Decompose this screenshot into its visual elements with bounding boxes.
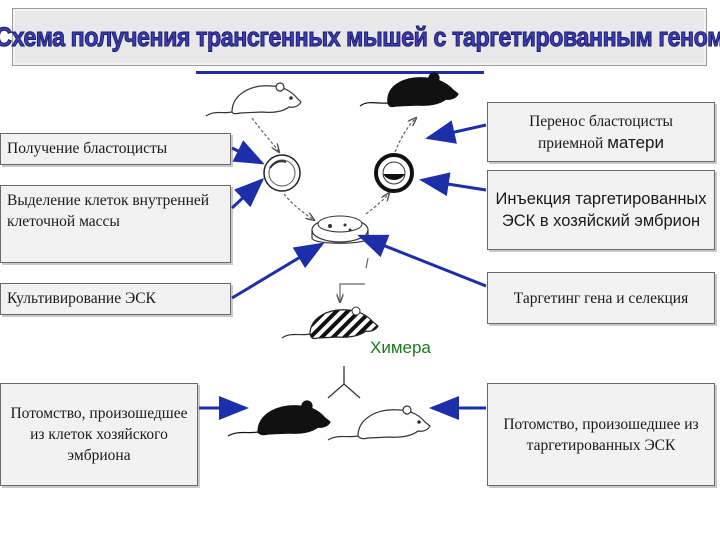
label-blastocyst-text: Получение бластоцисты xyxy=(7,140,168,157)
pointer-arrow-transfer xyxy=(425,120,487,144)
label-transfer: Перенос бластоцисты приемной матери xyxy=(487,102,715,162)
label-transfer-line2-b: матери xyxy=(607,132,665,152)
petri-dish-icon xyxy=(311,215,369,244)
flow-arrow-dish-to-injected xyxy=(365,193,389,215)
blastocyst-injected-icon xyxy=(374,153,414,193)
label-transfer-line1: Перенос бластоцисты xyxy=(529,112,673,130)
flow-arrow-blastocyst-to-dish xyxy=(283,193,314,220)
flow-arrow-to-chimera xyxy=(340,257,369,302)
blastocyst-left-icon xyxy=(263,154,301,192)
mouse-black-top-icon xyxy=(359,72,459,108)
label-offspring-host-text: Потомство, произошедшее из клеток хозяйс… xyxy=(10,405,188,464)
pointer-arrow-injection xyxy=(419,172,487,197)
label-blastocyst: Получение бластоцисты xyxy=(0,133,231,165)
page-title: Схема получения трансгенных мышей с тарг… xyxy=(0,21,720,52)
chimera-label: Химера xyxy=(370,338,431,357)
label-injection: Инъекция таргетированных ЭСК в хозяйский… xyxy=(487,170,715,250)
label-targeting-text: Таргетинг гена и селекция xyxy=(513,289,689,307)
mouse-chimera-icon xyxy=(281,306,379,340)
mouse-white-bottom-icon xyxy=(327,405,431,441)
label-offspring-host: Потомство, произошедшее из клеток хозяйс… xyxy=(0,383,198,486)
pointer-arrow-targeting xyxy=(357,234,487,288)
title-box: Схема получения трансгенных мышей с тарг… xyxy=(0,8,720,66)
mouse-black-bottom-icon xyxy=(227,400,331,437)
label-offspring-targeted-text: Потомство, произошедшее из таргетированн… xyxy=(503,415,699,454)
flow-arrow-mouse-to-blastocyst xyxy=(251,117,279,152)
label-injection-text: Инъекция таргетированных ЭСК в хозяйский… xyxy=(495,190,707,230)
label-transfer-line2-a: приемной xyxy=(537,134,608,152)
label-offspring-targeted: Потомство, произошедшее из таргетированн… xyxy=(487,383,715,486)
label-esc: Культивирование ЭСК xyxy=(0,283,231,315)
pointer-arrow-blastocyst xyxy=(231,140,265,165)
label-transfer-line2: приемной матери xyxy=(538,132,664,154)
label-targeting: Таргетинг гена и селекция xyxy=(487,272,715,324)
pointer-arrow-icm xyxy=(230,177,265,210)
label-icm: Выделение клеток внутренней клеточной ма… xyxy=(0,185,231,263)
label-icm-text: Выделение клеток внутренней клеточной ма… xyxy=(7,192,210,230)
label-esc-text: Культивирование ЭСК xyxy=(7,290,156,307)
title-underline xyxy=(196,71,484,74)
pointer-arrow-esc xyxy=(231,242,325,300)
mouse-white-top-icon xyxy=(205,82,302,117)
flow-arrow-injected-to-mother xyxy=(394,118,416,153)
y-split-icon xyxy=(327,366,361,399)
